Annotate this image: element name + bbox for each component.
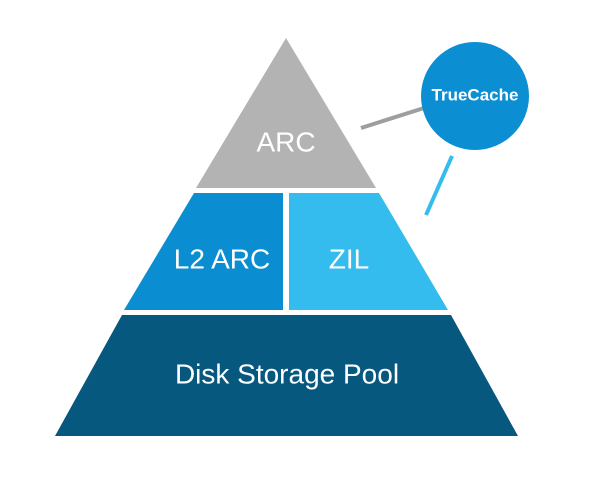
zil-tier	[289, 193, 448, 310]
l2arc-label: L2 ARC	[174, 243, 271, 274]
truecache-label: TrueCache	[432, 85, 519, 104]
callout-connector-arc	[360, 106, 425, 130]
truecache-bubble	[421, 42, 529, 150]
disk-storage-pool-label: Disk Storage Pool	[175, 358, 399, 389]
disk-storage-pool-tier	[55, 315, 518, 436]
arc-tier	[196, 38, 376, 188]
l2arc-tier	[124, 193, 283, 310]
zil-label: ZIL	[329, 243, 369, 274]
callout-connector-zil	[424, 155, 454, 216]
arc-label: ARC	[256, 126, 315, 157]
